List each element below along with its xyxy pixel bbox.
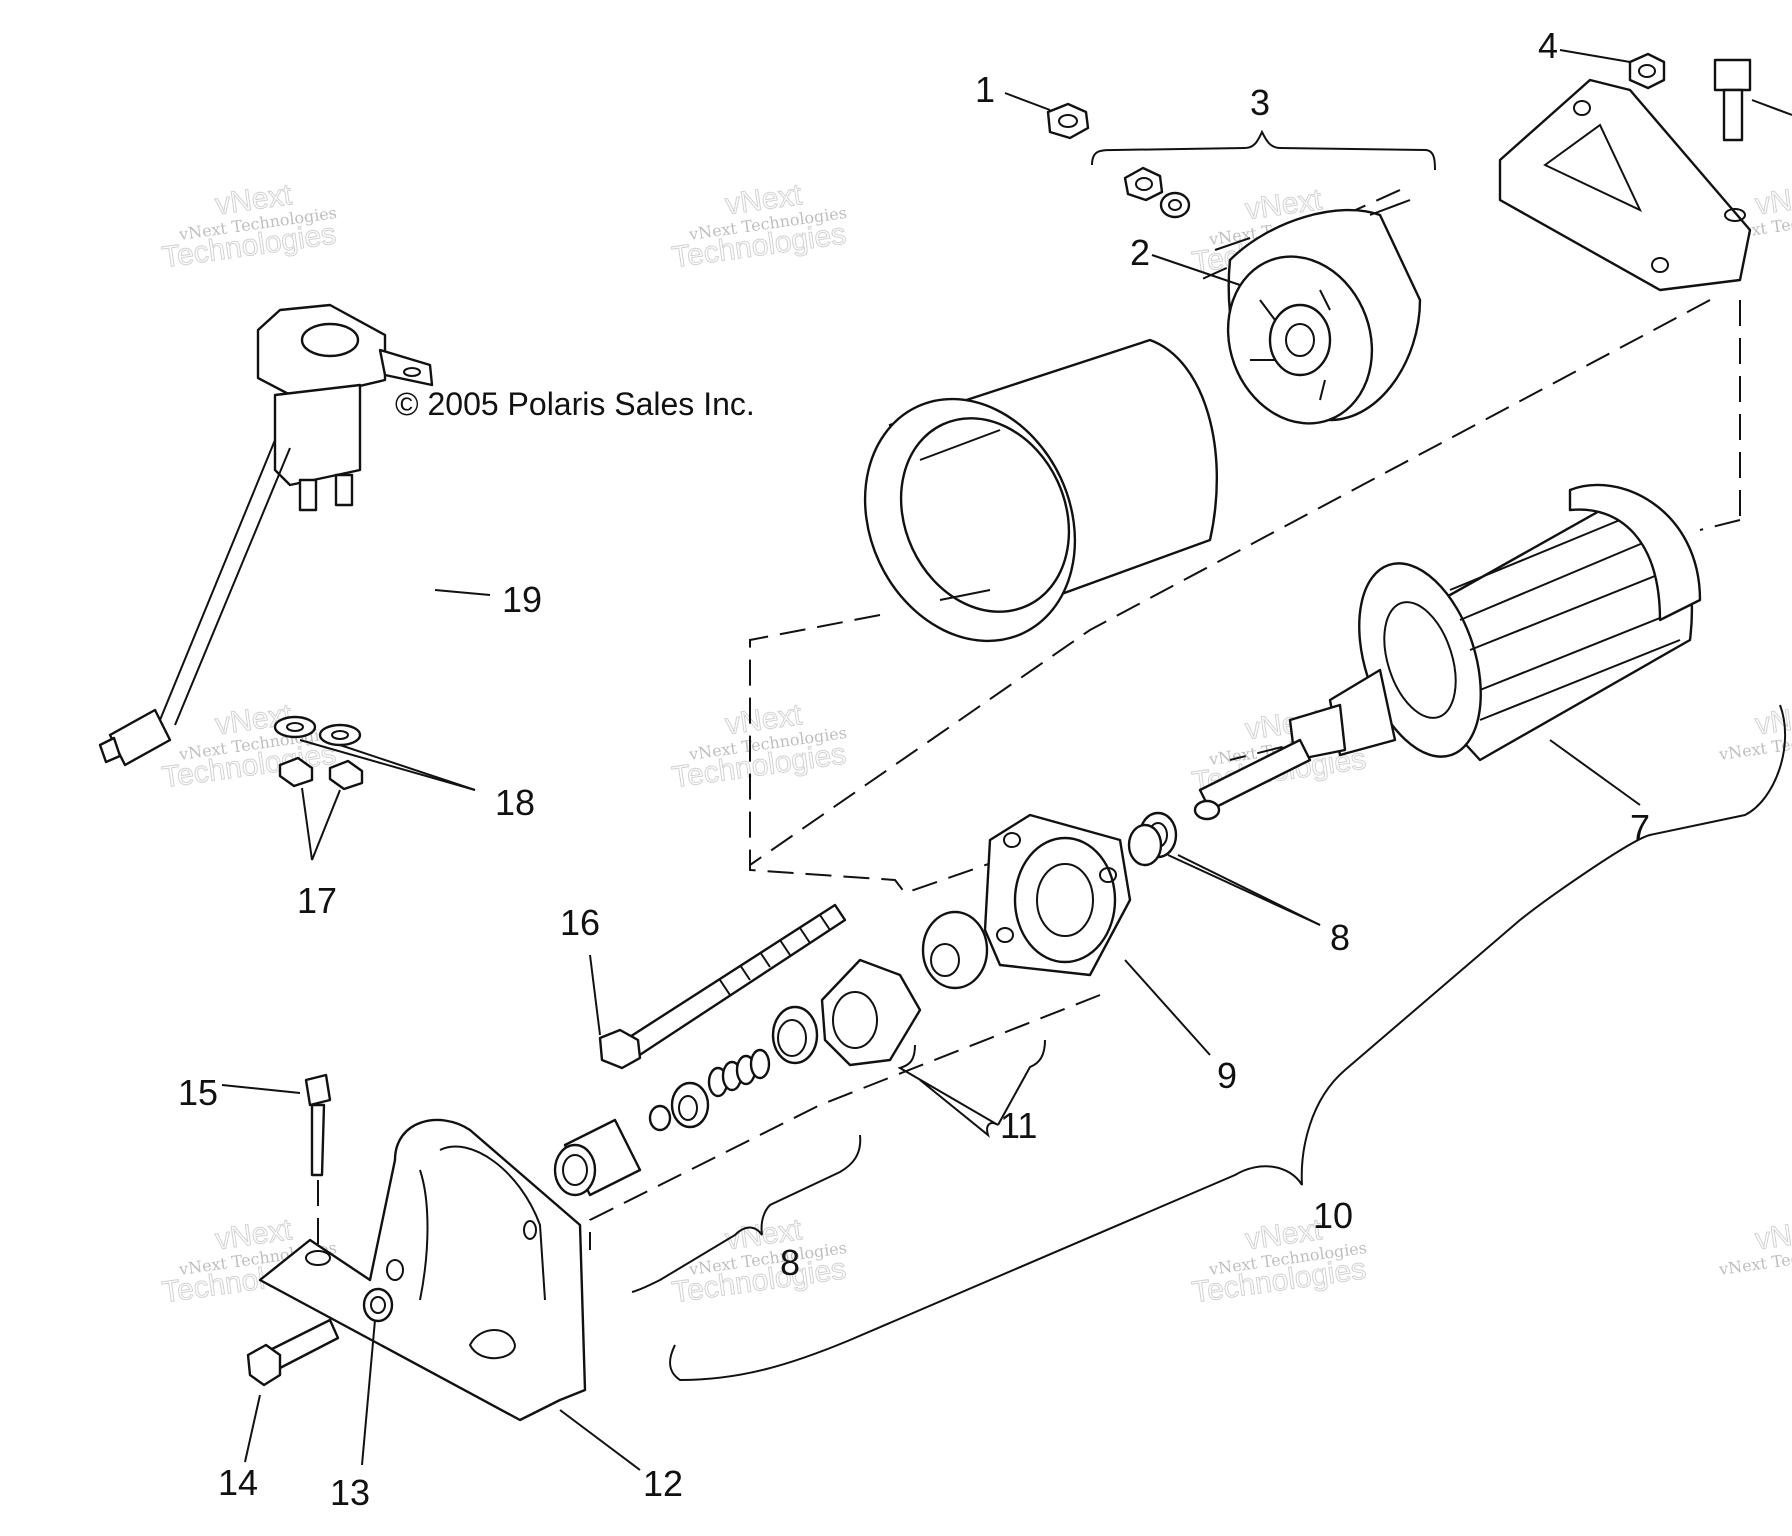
part-pinion-cup xyxy=(771,1005,819,1065)
callout-15: 15 xyxy=(178,1072,218,1113)
part-7-armature xyxy=(1193,483,1702,821)
part-sleeve xyxy=(553,1118,642,1197)
part-4-nut xyxy=(1628,52,1666,90)
leader-lines xyxy=(221,49,1641,1471)
part-19-solenoid xyxy=(98,303,434,767)
part-2-end-cap xyxy=(1214,199,1422,425)
callout-12: 12 xyxy=(643,1463,683,1504)
part-16-through-bolt xyxy=(598,903,847,1070)
callout-17: 17 xyxy=(297,880,337,921)
callout-9: 9 xyxy=(1217,1055,1237,1096)
part-8-washers xyxy=(1127,811,1178,867)
part-bolt-top-right xyxy=(1713,58,1792,142)
part-15-bolt xyxy=(304,1073,332,1245)
callout-18: 18 xyxy=(495,782,535,823)
callout-8-upper: 8 xyxy=(1330,917,1350,958)
part-mounting-bracket-top xyxy=(1498,78,1752,292)
part-9-drive-end-plate xyxy=(983,813,1132,977)
part-spring xyxy=(707,1048,771,1098)
part-dome-washer xyxy=(921,910,989,990)
callout-11: 11 xyxy=(1000,1105,1037,1146)
callout-1: 1 xyxy=(975,69,995,110)
part-13-washer xyxy=(362,1287,394,1323)
part-12-lower-bracket xyxy=(258,1118,587,1422)
callout-3: 3 xyxy=(1250,82,1270,123)
part-starter-housing xyxy=(863,338,1218,643)
part-1-nut xyxy=(1046,102,1090,140)
callout-2: 2 xyxy=(1130,232,1150,273)
assembly-axis-lines xyxy=(399,189,1741,1291)
group-brackets xyxy=(631,129,1787,1382)
callout-numbers: 1 2 3 4 7 8 8 9 10 11 12 13 14 15 16 17 … xyxy=(178,25,1650,1513)
watermark-text: vNext xyxy=(1753,178,1792,221)
part-retaining-ring xyxy=(648,1104,672,1132)
callout-10: 10 xyxy=(1313,1195,1353,1236)
part-collar xyxy=(670,1081,710,1129)
part-drive-pinion xyxy=(820,958,922,1067)
callout-4: 4 xyxy=(1538,25,1558,66)
part-17-18-washers-nuts xyxy=(273,715,364,791)
watermark-text: vNext xyxy=(1753,698,1792,741)
callout-19: 19 xyxy=(502,579,542,620)
callout-8-lower: 8 xyxy=(780,1242,800,1283)
watermark-text: vNext xyxy=(1753,1213,1792,1256)
callout-14: 14 xyxy=(218,1462,258,1503)
copyright-text: © 2005 Polaris Sales Inc. xyxy=(395,386,755,422)
callout-13: 13 xyxy=(330,1472,370,1513)
callout-7: 7 xyxy=(1630,807,1650,848)
part-3-nut-washer xyxy=(1123,166,1191,219)
part-14-bolt xyxy=(246,1318,340,1387)
callout-16: 16 xyxy=(560,902,600,943)
